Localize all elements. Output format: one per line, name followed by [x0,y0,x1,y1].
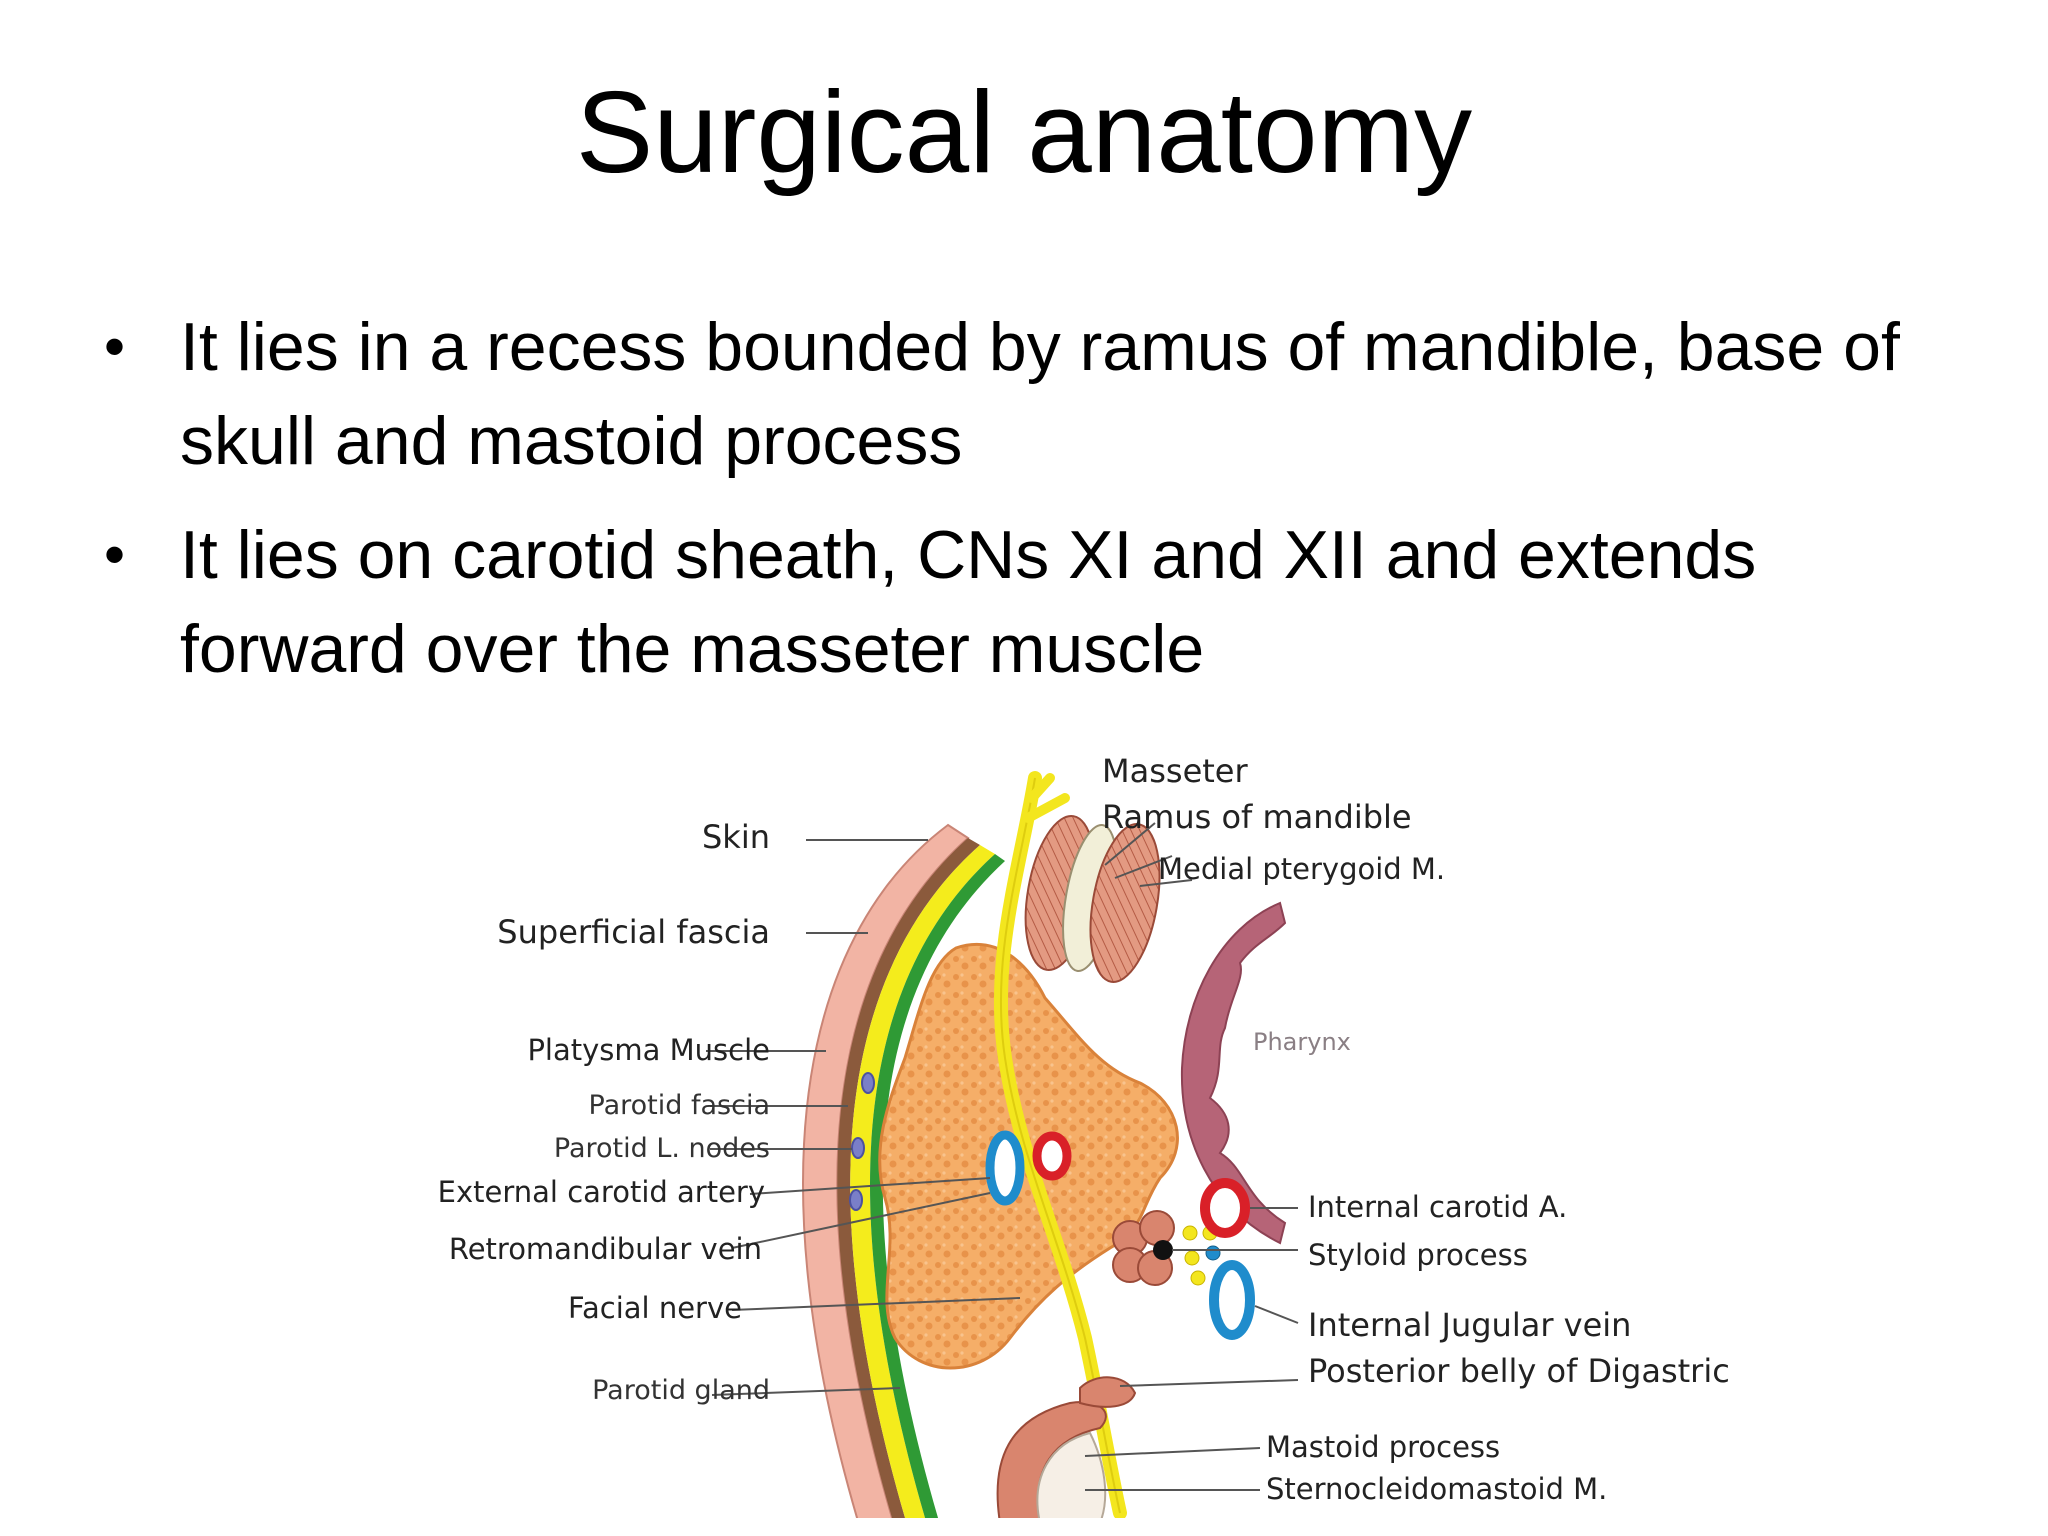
bullet-icon: • [104,313,126,380]
label-masseter: Masseter [1102,752,1248,790]
label-mastoid: Mastoid process [1266,1430,1501,1464]
parotid-cross-section-diagram [706,771,1299,1518]
bullet-text: It lies on carotid sheath, CNs XI and XI… [180,517,1757,687]
slide-title: Surgical anatomy [575,67,1473,197]
retromandibular-vein [985,1130,1025,1206]
pharynx-wall [1180,901,1287,1245]
parotid-node [849,1189,863,1211]
left-leader-lines [706,839,1021,1396]
bullet-icon: • [104,521,126,588]
bullet-item: • It lies in a recess bounded by ramus o… [100,300,1960,488]
right-leader-lines [1084,822,1299,1491]
mastoid-process [1036,1431,1107,1518]
label-retromandibular: Retromandibular vein [448,1232,762,1266]
label-superficial-fascia: Superficial fascia [497,913,770,951]
internal-carotid-artery [1200,1178,1250,1238]
anatomy-figure: Skin Superficial fascia Platysma Muscle … [340,738,1770,1518]
external-carotid-artery [1032,1131,1072,1181]
digastric-muscle [1079,1376,1137,1408]
parotid-node [851,1137,865,1159]
styloid-process [1153,1240,1173,1260]
label-internal-jugular: Internal Jugular vein [1308,1306,1632,1344]
label-pharynx: Pharynx [1253,1028,1351,1056]
label-parotid-fascia: Parotid fascia [588,1090,770,1121]
label-medial-pterygoid: Medial pterygoid M. [1158,852,1446,886]
parotid-fascia-layer [870,854,1005,1518]
superficial-fascia-layer [837,838,980,1518]
label-digastric: Posterior belly of Digastric [1308,1352,1730,1390]
label-facial-nerve: Facial nerve [568,1291,742,1325]
label-parotid-gland: Parotid gland [592,1375,770,1406]
internal-jugular-vein [1209,1260,1255,1340]
label-internal-carotid: Internal carotid A. [1308,1190,1568,1224]
label-ramus: Ramus of mandible [1102,798,1412,836]
parotid-node [861,1072,875,1094]
label-platysma: Platysma Muscle [527,1033,770,1067]
bullet-text: It lies in a recess bounded by ramus of … [180,309,1900,479]
label-scm: Sternocleidomastoid M. [1266,1472,1608,1506]
bullet-item: • It lies on carotid sheath, CNs XI and … [100,508,1960,696]
label-external-carotid: External carotid artery [437,1175,765,1209]
platysma-layer [850,845,995,1518]
label-styloid: Styloid process [1308,1238,1528,1272]
bullet-list: • It lies in a recess bounded by ramus o… [100,300,1960,716]
label-parotid-nodes: Parotid L. nodes [553,1133,770,1164]
label-skin: Skin [701,818,770,856]
